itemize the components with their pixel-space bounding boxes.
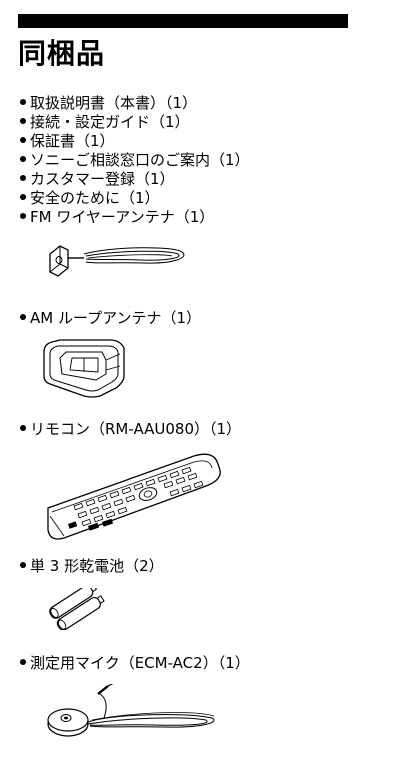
item-label: 単 3 形乾電池（2）	[30, 557, 164, 575]
bullet-icon	[20, 314, 26, 320]
item-label: AM ループアンテナ（1）	[30, 309, 202, 327]
list-item: カスタマー登録（1）	[20, 170, 175, 188]
item-label: 接続・設定ガイド（1）	[30, 113, 190, 131]
bullet-icon	[20, 659, 26, 665]
bullet-icon	[20, 213, 26, 219]
item-label: 安全のために（1）	[30, 189, 160, 207]
bullet-icon	[20, 137, 26, 143]
item-label: 取扱説明書（本書）（1）	[30, 94, 198, 112]
list-item: 測定用マイク（ECM-AC2）（1）	[20, 654, 250, 672]
list-item: リモコン（RM-AAU080）（1）	[20, 420, 241, 438]
item-label: ソニーご相談窓口のご案内（1）	[30, 151, 250, 169]
list-item: 接続・設定ガイド（1）	[20, 113, 190, 131]
bullet-icon	[20, 99, 26, 105]
bullet-icon	[20, 118, 26, 124]
bullet-icon	[20, 156, 26, 162]
list-item: ソニーご相談窓口のご案内（1）	[20, 151, 250, 169]
page-title: 同梱品	[18, 37, 106, 70]
list-item: 単 3 形乾電池（2）	[20, 557, 164, 575]
am-loop-antenna-illustration	[43, 339, 125, 398]
remote-control-illustration	[47, 453, 221, 540]
bullet-icon	[20, 194, 26, 200]
item-label: 測定用マイク（ECM-AC2）（1）	[30, 654, 250, 672]
list-item: 取扱説明書（本書）（1）	[20, 94, 197, 112]
bullet-icon	[20, 562, 26, 568]
aa-batteries-illustration	[49, 588, 105, 630]
item-label: リモコン（RM-AAU080）（1）	[30, 420, 242, 438]
item-label: 保証書（1）	[30, 132, 115, 150]
list-item: 保証書（1）	[20, 132, 115, 150]
list-item: AM ループアンテナ（1）	[20, 309, 201, 327]
list-item: FM ワイヤーアンテナ（1）	[20, 208, 214, 226]
bullet-icon	[20, 425, 26, 431]
list-item: 安全のために（1）	[20, 189, 160, 207]
item-label: カスタマー登録（1）	[30, 170, 175, 188]
header-rule	[18, 14, 348, 28]
fm-wire-antenna-illustration	[49, 245, 185, 277]
item-label: FM ワイヤーアンテナ（1）	[30, 208, 215, 226]
bullet-icon	[20, 175, 26, 181]
measurement-microphone-illustration	[47, 684, 215, 737]
